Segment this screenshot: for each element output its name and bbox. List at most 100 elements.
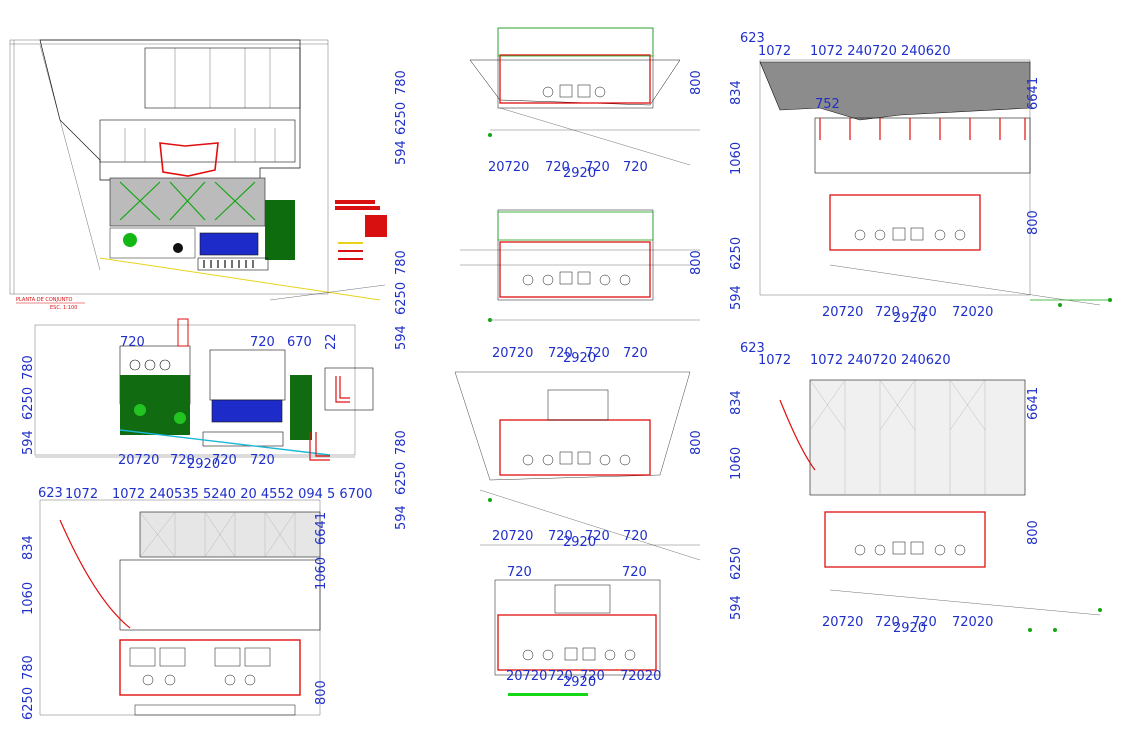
dim-label: 1072 <box>758 353 791 368</box>
dim-label: 834 <box>729 390 744 415</box>
dim-label: 20720 <box>492 346 533 361</box>
dim-label: 720 <box>585 529 610 544</box>
dim-label: 1072 240535 5240 20 4552 094 5 6700 <box>112 487 373 502</box>
dim-label: 594 <box>729 595 744 620</box>
dim-label: 1072 <box>758 44 791 59</box>
dim-label: 834 <box>21 535 36 560</box>
dim-label: 6641 <box>1026 387 1041 420</box>
dim-label: 2920 <box>563 535 596 550</box>
dim-label: 623 <box>38 486 63 501</box>
dim-label: 20720 <box>492 529 533 544</box>
dim-label: 720 <box>585 346 610 361</box>
dim-label: 1060 <box>21 582 36 615</box>
dim-label: 720 <box>622 565 647 580</box>
dim-label: 72020 <box>952 305 993 320</box>
floor-plan-3 <box>454 371 701 561</box>
dim-label: 720 <box>548 529 573 544</box>
dim-label: 2920 <box>893 621 926 636</box>
dim-label: 780 <box>394 430 409 455</box>
dim-label: 6250 <box>394 282 409 315</box>
dim-label: 720 <box>212 453 237 468</box>
plan-right-bottom <box>779 379 1101 616</box>
dim-label: 594 <box>21 430 36 455</box>
dim-label: 2920 <box>563 675 596 690</box>
dim-label: 1060 <box>314 557 329 590</box>
dim-label: 6250 <box>729 547 744 580</box>
dim-label: 720 <box>912 305 937 320</box>
dim-label: 720 <box>250 335 275 350</box>
dim-label: 1060 <box>729 447 744 480</box>
grid-markers <box>488 133 1112 632</box>
dim-label: 594 <box>394 140 409 165</box>
dim-label: 780 <box>394 70 409 95</box>
dim-label: 720 <box>170 453 195 468</box>
legend-block <box>335 200 387 260</box>
dim-label: 6250 <box>21 687 36 720</box>
dim-label: 720 <box>875 305 900 320</box>
dim-label: 800 <box>1026 210 1041 235</box>
dim-label: 22 <box>324 333 339 350</box>
dim-label: 752 <box>815 97 840 112</box>
dim-label: 6641 <box>314 512 329 545</box>
dim-plan1-bottom: 20720 <box>488 160 529 175</box>
floor-plan-4 <box>494 579 661 696</box>
plan-lower-left <box>39 499 321 716</box>
dim-label: 720 <box>250 453 275 468</box>
dim-label: 594 <box>729 285 744 310</box>
dim-label: 720 <box>623 529 648 544</box>
dim-label: 6641 <box>1026 77 1041 110</box>
dim-label: 720 <box>548 346 573 361</box>
dim-label: 834 <box>729 80 744 105</box>
floor-plan-1 <box>469 27 700 166</box>
dim-label: 20720 <box>822 305 863 320</box>
dim-label: 720 <box>585 160 610 175</box>
dim-label: 720 <box>548 669 573 684</box>
dim-label: 780 <box>394 250 409 275</box>
dim-label: 623 <box>740 31 765 46</box>
dimension-labels: 20720 720 2920 720 720 20720 720 2920 72… <box>38 31 993 690</box>
dim-label: 780 <box>21 355 36 380</box>
dim-label: 20720 <box>118 453 159 468</box>
dim-label: 800 <box>689 70 704 95</box>
plan-right-top <box>759 59 1110 306</box>
dim-label: 72020 <box>952 615 993 630</box>
dim-label: 720 <box>623 160 648 175</box>
site-plan-scale: ESC. 1:100 <box>50 305 77 311</box>
dim-label: 720 <box>912 615 937 630</box>
dim-label: 20720 <box>506 669 547 684</box>
dim-label: 670 <box>287 335 312 350</box>
dim-label: 800 <box>314 680 329 705</box>
dim-label: 2920 <box>893 311 926 326</box>
dim-label: 72020 <box>620 669 661 684</box>
dim-label: 6250 <box>21 387 36 420</box>
dim-label: 2920 <box>563 351 596 366</box>
site-plan-title: PLANTA DE CONJUNTO <box>16 297 72 303</box>
dim-label: 2920 <box>187 457 220 472</box>
dim-label: 800 <box>1026 520 1041 545</box>
dim-label: 594 <box>394 325 409 350</box>
dim-label: 1072 240720 240620 <box>810 44 951 59</box>
dim-label: 720 <box>875 615 900 630</box>
dim-label: 623 <box>740 341 765 356</box>
site-plan: PLANTA DE CONJUNTO ESC. 1:100 <box>9 39 387 311</box>
floor-plan-2 <box>460 209 700 321</box>
dim-label: 594 <box>394 505 409 530</box>
dim-label: 6250 <box>729 237 744 270</box>
ground-plan <box>34 318 374 461</box>
dim-label: 1060 <box>729 142 744 175</box>
dim-label: 720 <box>580 669 605 684</box>
dim-label: 800 <box>689 250 704 275</box>
dim-label: 800 <box>689 430 704 455</box>
dim-label: 720 <box>545 160 570 175</box>
dim-label: 20720 <box>822 615 863 630</box>
dim-label: 2920 <box>563 166 596 181</box>
dim-label: 1072 <box>65 487 98 502</box>
dim-label: 780 <box>21 655 36 680</box>
dim-label: 720 <box>120 335 145 350</box>
dim-label: 720 <box>507 565 532 580</box>
dim-label: 6250 <box>394 462 409 495</box>
dim-label: 720 <box>623 346 648 361</box>
vertical-dimension-labels: 594 6250 780 594 6250 780 594 6250 780 8… <box>21 70 1041 720</box>
dim-label: 1072 240720 240620 <box>810 353 951 368</box>
